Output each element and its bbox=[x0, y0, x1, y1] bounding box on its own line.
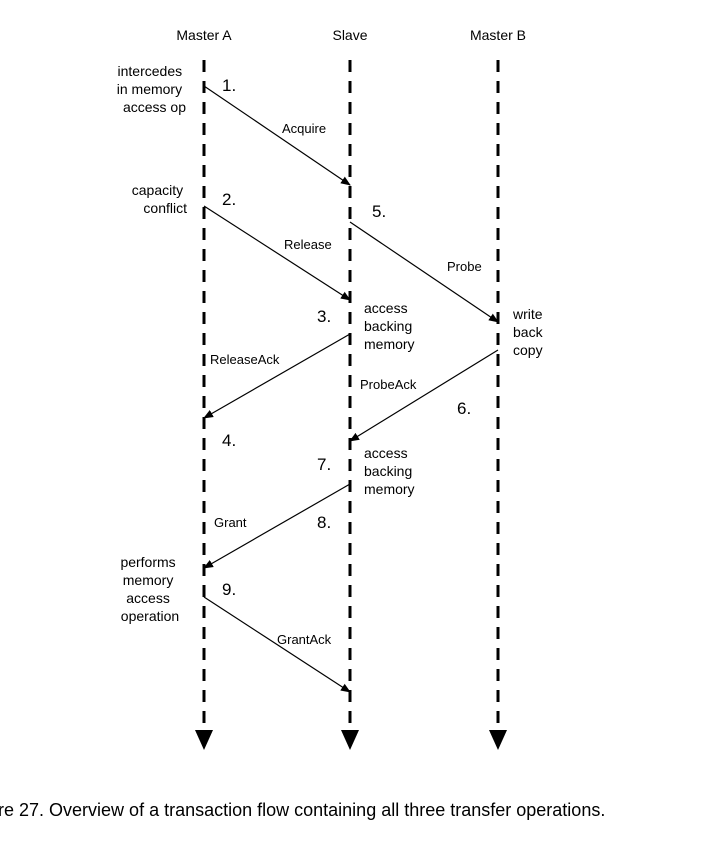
message-arrow-grant-ack bbox=[203, 596, 351, 693]
note-access-backing-memory-2: access backing memory bbox=[364, 445, 416, 497]
note-capacity-conflict: capacity conflict bbox=[132, 182, 187, 216]
figure-caption: ure 27. Overview of a transaction flow c… bbox=[0, 800, 606, 820]
step-number-8: 8. bbox=[317, 513, 331, 532]
step-number-4: 4. bbox=[222, 431, 236, 450]
step-number-2: 2. bbox=[222, 190, 236, 209]
message-label-grant: Grant bbox=[214, 515, 247, 530]
message-label-probe: Probe bbox=[447, 259, 482, 274]
step-number-9: 9. bbox=[222, 580, 236, 599]
step-number-6: 6. bbox=[457, 399, 471, 418]
note-performs-memory-access: performs memory access operation bbox=[120, 554, 179, 624]
lifeline-end-arrow-master-a bbox=[195, 730, 213, 750]
note-intercedes: intercedes in memory access op bbox=[117, 63, 186, 115]
lifeline-end-arrow-master-b bbox=[489, 730, 507, 750]
message-label-release: Release bbox=[284, 237, 332, 252]
message-arrow-acquire bbox=[203, 85, 351, 186]
message-arrow-release bbox=[203, 205, 351, 301]
step-number-7: 7. bbox=[317, 455, 331, 474]
lifeline-end-arrow-slave bbox=[341, 730, 359, 750]
step-number-3: 3. bbox=[317, 307, 331, 326]
message-arrow-probe-ack bbox=[349, 349, 499, 442]
message-label-acquire: Acquire bbox=[282, 121, 326, 136]
message-label-grant-ack: GrantAck bbox=[277, 632, 332, 647]
step-number-1: 1. bbox=[222, 76, 236, 95]
message-arrow-release-ack bbox=[203, 333, 351, 419]
header-master-b: Master B bbox=[470, 27, 526, 43]
step-number-5: 5. bbox=[372, 202, 386, 221]
header-slave: Slave bbox=[332, 27, 367, 43]
header-master-a: Master A bbox=[176, 27, 232, 43]
note-write-back-copy: write back copy bbox=[512, 306, 546, 358]
message-arrow-grant bbox=[203, 483, 351, 569]
message-label-release-ack: ReleaseAck bbox=[210, 352, 280, 367]
message-label-probe-ack: ProbeAck bbox=[360, 377, 417, 392]
note-access-backing-memory-1: access backing memory bbox=[364, 300, 416, 352]
message-arrow-probe bbox=[349, 221, 499, 323]
